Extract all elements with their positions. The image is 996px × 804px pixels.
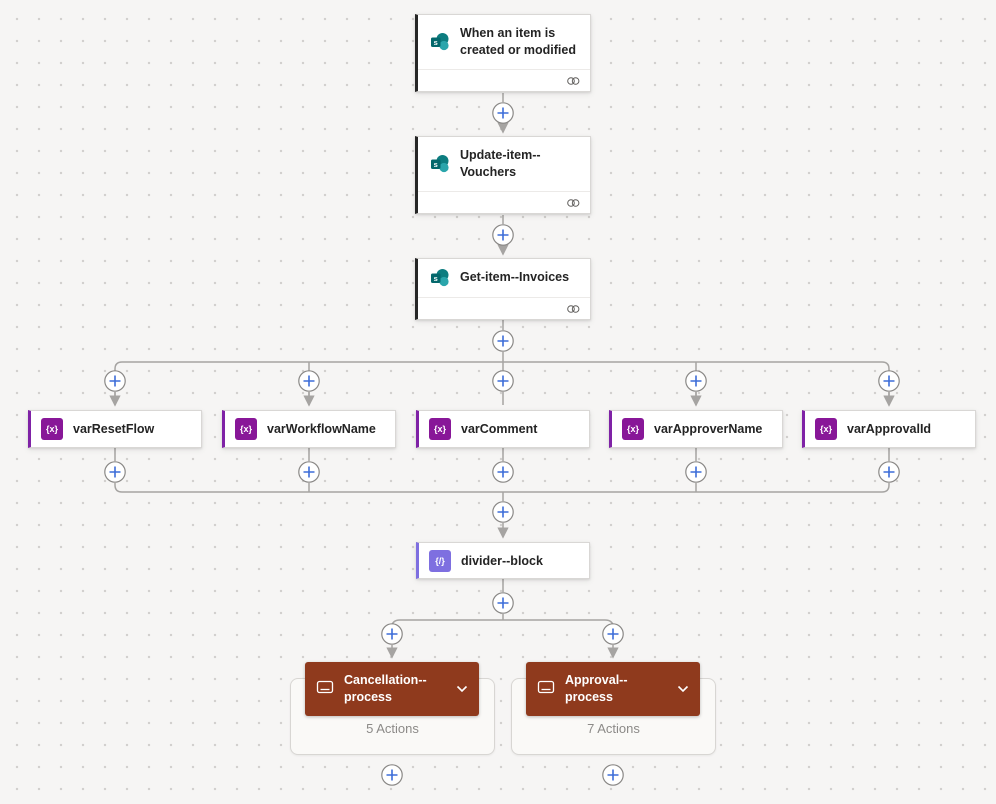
insert-step-button[interactable] (602, 764, 624, 786)
action-card-main: s Update-item--Vouchers (418, 137, 590, 191)
scope-actions-count: 5 Actions (366, 721, 419, 736)
variable-card-varapprovalid[interactable]: {x} varApprovalId (802, 410, 976, 448)
scope-title: Approval--process (565, 673, 628, 704)
variable-label: varApproverName (654, 422, 763, 436)
connection-icon (566, 304, 581, 314)
insert-step-button[interactable] (104, 370, 126, 392)
compose-icon: {/} (429, 549, 451, 572)
chevron-down-icon[interactable] (677, 680, 689, 698)
insert-step-button[interactable] (492, 370, 514, 392)
variable-card-varresetflow[interactable]: {x} varResetFlow (28, 410, 202, 448)
scope-icon (537, 679, 555, 700)
svg-text:s: s (434, 160, 438, 169)
sharepoint-icon: s (430, 32, 450, 52)
trigger-card-main: s When an item is created or modified (418, 15, 590, 69)
connection-icon (566, 198, 581, 208)
svg-text:s: s (434, 274, 438, 283)
insert-step-button[interactable] (381, 764, 403, 786)
action-card-footer (418, 191, 590, 213)
action-card-update-item-vouchers[interactable]: s Update-item--Vouchers (415, 136, 591, 214)
variable-icon: {x} (622, 418, 644, 440)
action-card-footer (418, 297, 590, 319)
insert-step-button[interactable] (104, 461, 126, 483)
insert-step-button[interactable] (298, 370, 320, 392)
svg-text:s: s (434, 38, 438, 47)
action-card-get-item-invoices[interactable]: s Get-item--Invoices (415, 258, 591, 320)
divider-label: divider--block (461, 553, 543, 568)
variable-icon: {x} (815, 418, 837, 440)
trigger-title: When an item is created or modified (460, 25, 576, 58)
insert-step-button[interactable] (492, 501, 514, 523)
scope-header-cancellation-process[interactable]: Cancellation--process (305, 662, 479, 716)
trigger-card-when-item-created-or-modified[interactable]: s When an item is created or modified (415, 14, 591, 92)
trigger-card-footer (418, 69, 590, 91)
insert-step-button[interactable] (492, 102, 514, 124)
action-title: Update-item--Vouchers (460, 147, 541, 180)
action-card-main: s Get-item--Invoices (418, 259, 590, 297)
insert-step-button[interactable] (878, 370, 900, 392)
insert-step-button[interactable] (492, 592, 514, 614)
variable-icon: {x} (235, 418, 257, 440)
insert-step-button[interactable] (298, 461, 320, 483)
variable-icon: {x} (41, 418, 63, 440)
variable-card-varcomment[interactable]: {x} varComment (416, 410, 590, 448)
variable-card-varworkflowname[interactable]: {x} varWorkflowName (222, 410, 396, 448)
insert-step-button[interactable] (878, 461, 900, 483)
variable-label: varResetFlow (73, 422, 155, 436)
variable-label: varWorkflowName (267, 422, 376, 436)
scope-actions-count: 7 Actions (587, 721, 640, 736)
chevron-down-icon[interactable] (456, 680, 468, 698)
insert-step-button[interactable] (602, 623, 624, 645)
scope-icon (316, 679, 334, 700)
action-title: Get-item--Invoices (460, 270, 570, 285)
insert-step-button[interactable] (492, 224, 514, 246)
sharepoint-icon: s (430, 154, 450, 174)
connection-icon (566, 76, 581, 86)
action-card-divider-block[interactable]: {/} divider--block (416, 542, 590, 579)
insert-step-button[interactable] (685, 370, 707, 392)
variable-card-varapprovername[interactable]: {x} varApproverName (609, 410, 783, 448)
insert-step-button[interactable] (492, 461, 514, 483)
scope-header-approval-process[interactable]: Approval--process (526, 662, 700, 716)
sharepoint-icon: s (430, 268, 450, 288)
insert-step-button[interactable] (381, 623, 403, 645)
variable-label: varApprovalId (847, 422, 932, 436)
variable-label: varComment (461, 422, 538, 436)
insert-step-button[interactable] (685, 461, 707, 483)
variable-icon: {x} (429, 418, 451, 440)
scope-title: Cancellation--process (344, 673, 427, 704)
insert-step-button[interactable] (492, 330, 514, 352)
